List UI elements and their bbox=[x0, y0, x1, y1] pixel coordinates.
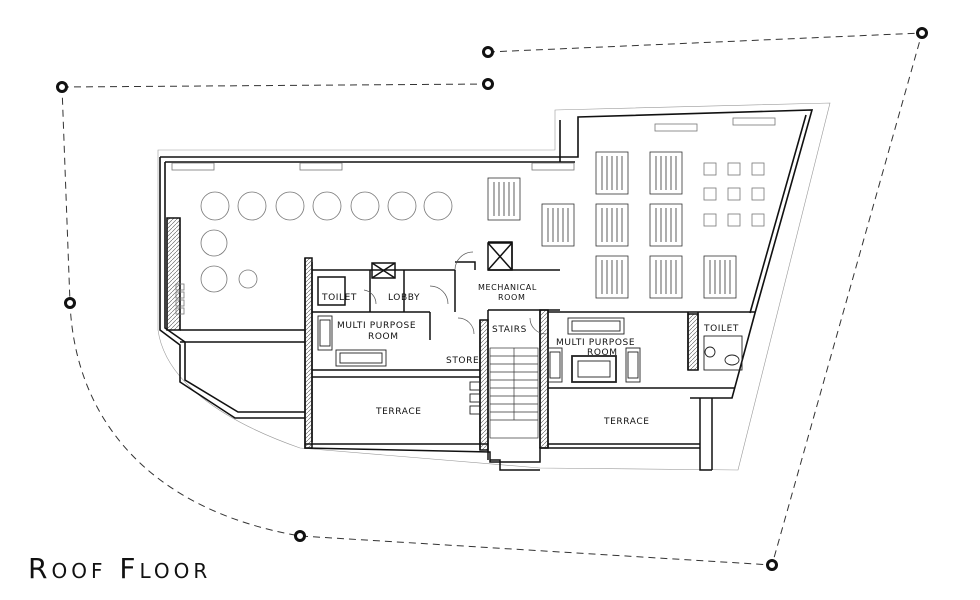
door-swings bbox=[363, 251, 547, 335]
sun-loungers bbox=[487, 151, 737, 299]
round-tables bbox=[175, 191, 453, 315]
label-multi-right-line1: Multi Purpose bbox=[556, 338, 635, 348]
furniture bbox=[317, 315, 743, 415]
label-terrace-left: Terrace bbox=[375, 407, 422, 417]
label-store: Store bbox=[446, 356, 479, 366]
label-multi-right-line2: Room bbox=[587, 348, 618, 358]
window-boxes bbox=[171, 117, 776, 171]
setback-outline bbox=[157, 102, 831, 471]
label-toilet-left: Toilet bbox=[321, 293, 357, 303]
label-mechanical-line1: Mechanical bbox=[478, 283, 537, 292]
boundary-markers bbox=[56, 27, 928, 571]
label-mechanical-line2: Room bbox=[498, 293, 525, 302]
label-multi-left-line1: Multi Purpose bbox=[337, 321, 416, 331]
label-multi-left-line2: Room bbox=[368, 332, 399, 342]
label-terrace-right: Terrace bbox=[603, 417, 650, 427]
label-stairs: Stairs bbox=[492, 325, 527, 335]
building-outline bbox=[159, 109, 814, 419]
label-lobby: Lobby bbox=[388, 293, 420, 303]
property-boundary bbox=[61, 32, 923, 566]
stair-flight bbox=[489, 347, 539, 439]
page-title: Roof Floor bbox=[28, 552, 212, 585]
square-seats bbox=[703, 162, 765, 227]
label-toilet-right: Toilet bbox=[703, 324, 739, 334]
interior-walls bbox=[304, 241, 755, 471]
